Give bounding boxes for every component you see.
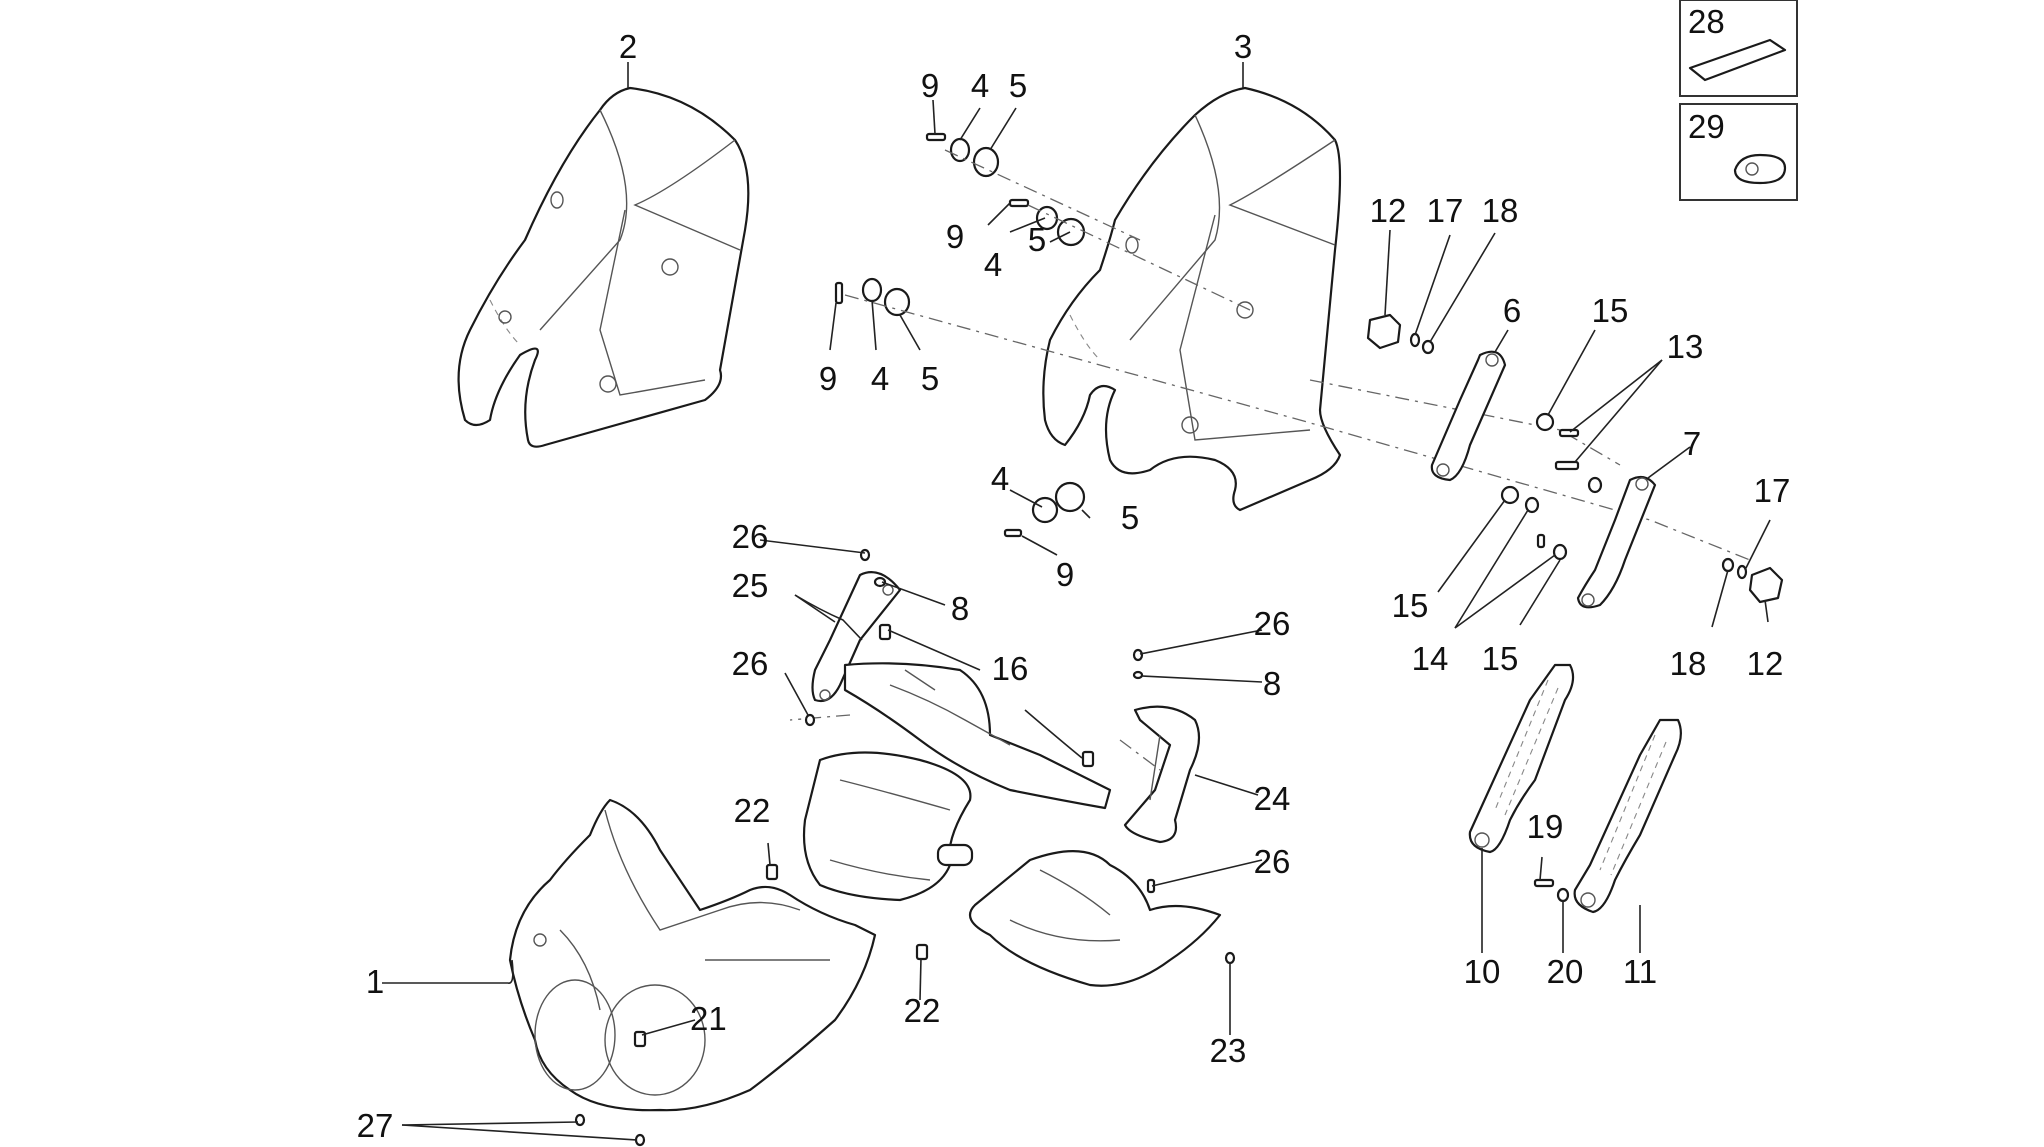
screw-19-washer-20 — [1533, 878, 1570, 903]
callout-26: 26 — [732, 645, 769, 682]
instrument-panel-16 — [843, 662, 1112, 810]
cover-24 — [1123, 705, 1201, 844]
callout-5: 5 — [1009, 67, 1027, 104]
callout-17: 17 — [1427, 192, 1464, 229]
front-fairing-1 — [508, 798, 877, 1112]
callout-22: 22 — [904, 992, 941, 1029]
callout-4: 4 — [871, 360, 889, 397]
callout-6: 6 — [1503, 292, 1521, 329]
callout-8: 8 — [1263, 665, 1281, 702]
inset-box-29 — [1679, 103, 1798, 201]
callout-15: 15 — [1392, 587, 1429, 624]
callout-19: 19 — [1527, 808, 1564, 845]
callout-26: 26 — [1254, 843, 1291, 880]
callout-7: 7 — [1683, 425, 1701, 462]
callout-3: 3 — [1234, 28, 1252, 65]
lower-fairing-23 — [968, 850, 1222, 987]
callout-24: 24 — [1254, 780, 1291, 817]
callout-10: 10 — [1464, 953, 1501, 990]
windscreen-tall — [1042, 86, 1342, 512]
inset-box-28 — [1679, 0, 1798, 97]
callout-29: 29 — [1688, 108, 1725, 145]
callout-14: 14 — [1412, 640, 1449, 677]
callout-labels: 2 3 9 4 5 9 4 5 9 4 5 4 5 9 12 17 18 6 1… — [357, 3, 1791, 1144]
callout-17: 17 — [1754, 472, 1791, 509]
callout-11: 11 — [1623, 953, 1657, 990]
callout-18: 18 — [1482, 192, 1519, 229]
callout-27: 27 — [357, 1107, 394, 1144]
callout-12: 12 — [1747, 645, 1784, 682]
side-panel-11 — [1573, 718, 1682, 914]
callout-23: 23 — [1210, 1032, 1247, 1069]
callout-5: 5 — [1028, 221, 1046, 258]
bracket-right-7 — [1576, 475, 1657, 609]
callout-22: 22 — [734, 792, 771, 829]
callout-9: 9 — [1056, 556, 1074, 593]
callout-1: 1 — [366, 963, 384, 1000]
callout-5: 5 — [1121, 499, 1139, 536]
callout-15: 15 — [1592, 292, 1629, 329]
callout-26: 26 — [732, 518, 769, 555]
knobs-and-washers — [1366, 313, 1784, 604]
bracket-right-6 — [1430, 350, 1507, 482]
callout-20: 20 — [1547, 953, 1584, 990]
windscreen-small — [457, 86, 750, 448]
callout-4: 4 — [971, 67, 989, 104]
support-bracket-25 — [811, 571, 902, 703]
screw-washer-spacer-sets — [834, 132, 1086, 538]
callout-9: 9 — [921, 67, 939, 104]
callout-15: 15 — [1482, 640, 1519, 677]
callout-4: 4 — [991, 460, 1009, 497]
callout-8: 8 — [951, 590, 969, 627]
callout-26: 26 — [1254, 605, 1291, 642]
side-panel-10 — [1468, 663, 1575, 854]
callout-13: 13 — [1667, 328, 1704, 365]
callout-9: 9 — [819, 360, 837, 397]
callout-2: 2 — [619, 28, 637, 65]
callout-5: 5 — [921, 360, 939, 397]
callout-25: 25 — [732, 567, 769, 604]
callout-28: 28 — [1688, 3, 1725, 40]
leader-lines — [382, 62, 1771, 1141]
callout-9: 9 — [946, 218, 964, 255]
callout-18: 18 — [1670, 645, 1707, 682]
callout-12: 12 — [1370, 192, 1407, 229]
callout-16: 16 — [992, 650, 1029, 687]
small-fasteners — [574, 548, 1236, 1147]
callout-21: 21 — [690, 1000, 727, 1037]
callout-4: 4 — [984, 246, 1002, 283]
headlight-support — [802, 751, 974, 902]
